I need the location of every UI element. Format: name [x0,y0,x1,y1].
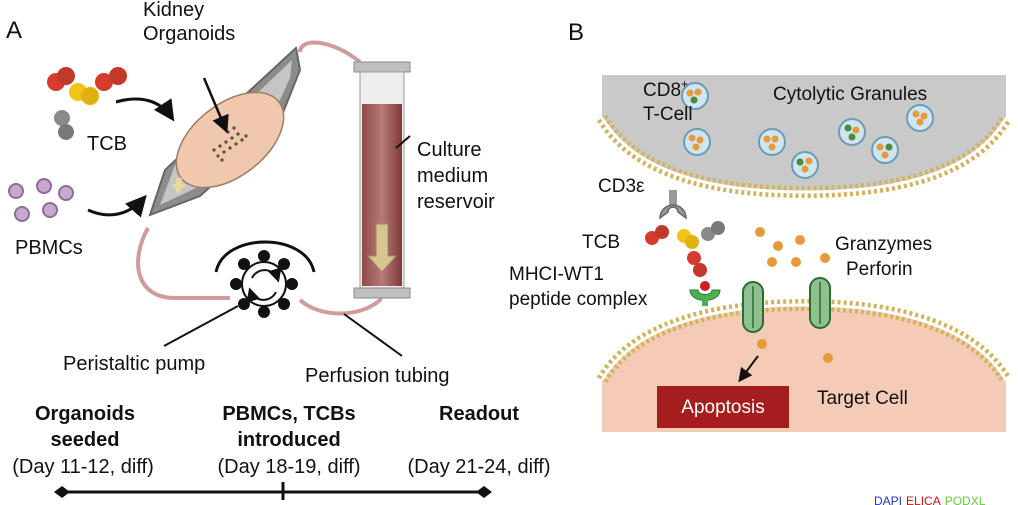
tcb-label-b: TCB [582,232,620,253]
organoid-chip [148,46,302,217]
timeline-axis [54,482,492,500]
tubing-return [298,291,384,316]
tcb-arrow [115,97,175,122]
timeline-1-title-2: seeded [51,429,120,451]
granzyme-dots [755,227,833,363]
timeline-2-detail: (Day 18-19, diff) [217,456,360,478]
culture-label-2: medium [417,165,488,187]
apoptosis-label: Apoptosis [681,397,764,418]
perforin-label: Perforin [846,259,913,280]
kidney-label-2: Organoids [143,23,235,45]
tcb-label-a: TCB [87,133,127,155]
kidney-arrow [202,77,229,134]
reservoir-pointer [395,135,411,149]
kidney-label-1: Kidney [143,0,204,21]
culture-label-3: reservoir [417,191,495,213]
timeline-3-detail: (Day 21-24, diff) [407,456,550,478]
apoptosis-box [657,386,789,428]
timeline-1-title-1: Organoids [35,403,135,425]
tubing-label: Perfusion tubing [305,365,450,387]
cd8-label: CD8+ [643,77,688,101]
timeline-2-title-1: PBMCs, TCBs [222,403,355,425]
tubing-inlet [136,227,230,300]
granzymes-label: Granzymes [835,234,932,255]
cytolytic-granules [681,82,934,179]
tubing-outlet [298,40,362,64]
tcb-molecule-icon [645,221,725,277]
panel-a-letter: A [6,17,22,44]
tcell-label: T-Cell [643,104,693,125]
pbmc-arrow [87,194,147,218]
cd3e-receptor-icon [659,190,687,220]
timeline-3-title-1: Readout [439,403,519,425]
mhc-label-1: MHCI-WT1 [509,264,604,285]
pump-label: Peristaltic pump [63,353,205,375]
mhc-label-2: peptide complex [509,289,648,310]
target-cell-label: Target Cell [817,388,908,409]
perforin-channel-icon [742,277,831,333]
pbmc-cells-icon [8,178,74,222]
panel-b-letter: B [568,19,584,46]
timeline-1-detail: (Day 11-12, diff) [12,456,154,478]
pbmcs-label: PBMCs [15,237,83,259]
pump-pointer [163,305,239,347]
culture-label-1: Culture [417,139,481,161]
tcb-antibody-icon [47,67,127,140]
mhc-complex-icon [689,281,721,306]
timeline-2-title-2: introduced [237,429,340,451]
cd3e-label: CD3ε [598,176,645,197]
tubing-pointer [343,313,403,357]
peristaltic-pump-icon [214,240,316,318]
granules-label: Cytolytic Granules [773,84,927,105]
medium-reservoir [353,61,411,299]
apoptosis-arrow [738,355,759,383]
